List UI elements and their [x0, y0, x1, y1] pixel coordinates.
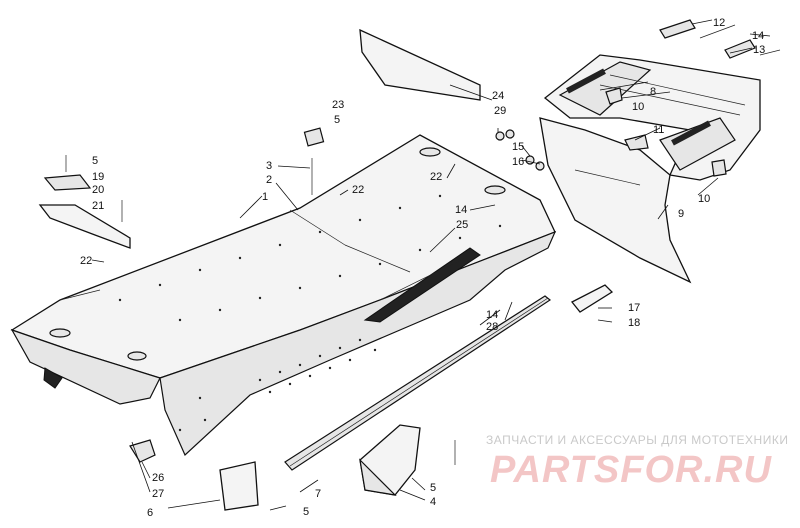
callout-19: 19 — [92, 171, 104, 183]
hardware — [65, 19, 781, 465]
callout-24: 24 — [492, 90, 504, 102]
slide-rail — [284, 295, 552, 471]
callout-20: 20 — [92, 184, 104, 196]
callout-labels: 1 2 3 4 5 5 5 5 6 7 8 9 10 10 11 12 13 1… — [80, 17, 765, 519]
callout-5-d: 5 — [303, 506, 309, 518]
callout-21: 21 — [92, 200, 104, 212]
callout-4: 4 — [430, 496, 436, 508]
callout-6: 6 — [147, 507, 153, 519]
callout-15: 15 — [512, 141, 524, 153]
callout-18: 18 — [628, 317, 640, 329]
tunnel-assembly — [10, 134, 557, 457]
snow-flap — [539, 117, 692, 284]
hinge-clip — [129, 439, 156, 463]
callout-28: 28 — [486, 321, 498, 333]
callout-27: 27 — [152, 488, 164, 500]
callout-22-a: 22 — [80, 255, 92, 267]
callout-2: 2 — [266, 174, 272, 186]
callout-13: 13 — [753, 44, 765, 56]
rubber-strip — [359, 28, 481, 101]
watermark-brand: PARTSFOR.RU — [490, 449, 772, 491]
latch-plate — [570, 284, 614, 313]
callout-26: 26 — [152, 472, 164, 484]
callout-16: 16 — [512, 156, 524, 168]
lower-right-bracket — [359, 424, 421, 496]
callout-23: 23 — [332, 99, 344, 111]
callout-14-c: 14 — [486, 309, 498, 321]
callout-14-a: 14 — [752, 30, 764, 42]
callout-11: 11 — [653, 124, 664, 136]
callout-10-a: 10 — [632, 101, 644, 113]
callout-7: 7 — [315, 488, 321, 500]
callout-17: 17 — [628, 302, 640, 314]
callout-5-b: 5 — [334, 114, 340, 126]
callout-9: 9 — [678, 208, 684, 220]
rear-bumper-assembly — [543, 54, 761, 181]
leader-lines — [91, 19, 771, 511]
callout-5-a: 5 — [92, 155, 98, 167]
callout-14-b: 14 — [455, 204, 467, 216]
callout-5-c: 5 — [430, 482, 436, 494]
callout-12: 12 — [713, 17, 725, 29]
callout-29: 29 — [494, 105, 506, 117]
left-bracket — [38, 174, 131, 249]
callout-8: 8 — [650, 86, 656, 98]
lower-left-plate — [219, 461, 259, 511]
watermark: ЗАПЧАСТИ И АКСЕССУАРЫ ДЛЯ МОТОТЕХНИКИ PA… — [486, 433, 788, 491]
callout-22-c: 22 — [430, 171, 442, 183]
tunnel-rivets — [118, 194, 502, 432]
callout-22-b: 22 — [352, 184, 364, 196]
callout-25: 25 — [456, 219, 468, 231]
side-decal — [363, 247, 481, 323]
callout-10-b: 10 — [698, 193, 710, 205]
callout-1: 1 — [262, 191, 268, 203]
callout-3: 3 — [266, 160, 272, 172]
watermark-caption: ЗАПЧАСТИ И АКСЕССУАРЫ ДЛЯ МОТОТЕХНИКИ — [486, 433, 788, 447]
